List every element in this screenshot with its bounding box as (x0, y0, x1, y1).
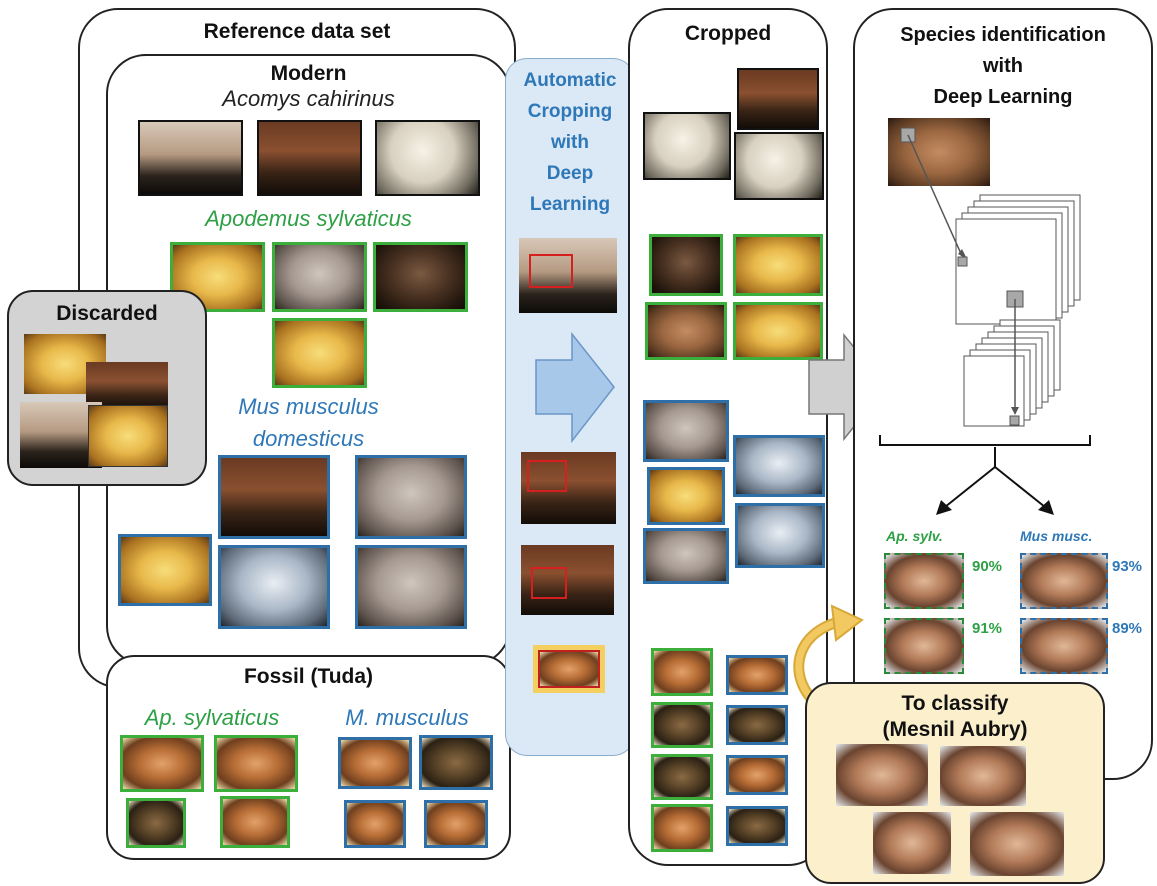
cropped-fossil-7 (726, 755, 788, 795)
discarded-title: Discarded (56, 302, 158, 325)
mus-photo-4 (218, 545, 330, 629)
cnn-layer-stack-2 (963, 319, 1061, 427)
classify-photo-4 (970, 812, 1064, 876)
classify-photo-1 (836, 744, 928, 806)
species-acomys: Acomys cahirinus (222, 86, 395, 111)
cropped-fossil-3 (651, 754, 713, 800)
discarded-photo-4 (88, 405, 168, 467)
fossil-mus-photo-4 (424, 800, 488, 848)
fossil-ap-photo-1 (120, 735, 204, 792)
crop-bbox-1 (529, 254, 573, 288)
cropping-line5: Learning (529, 194, 611, 215)
classify-photo-2 (940, 746, 1026, 806)
species-title-line1: Species identification (900, 24, 1106, 46)
fossil-species-mus: M. musculus (345, 705, 469, 730)
classify-title-line1: To classify (901, 692, 1009, 715)
crop-arrow-icon (535, 331, 615, 444)
fossil-mus-photo-1 (338, 737, 412, 789)
cropped-mus-5 (643, 528, 729, 584)
cropped-mus-1 (643, 400, 729, 462)
classify-title-line2: (Mesnil Aubry) (882, 718, 1028, 741)
cropped-fossil-1 (651, 648, 713, 696)
mus-photo-1 (218, 455, 330, 539)
cropped-mus-2 (733, 435, 825, 497)
cropped-apodemus-2 (733, 234, 823, 296)
crop-sample-1 (519, 238, 617, 313)
species-title: Species identification with Deep Learnin… (855, 20, 1151, 113)
result-ap-photo-2 (884, 618, 964, 674)
pct-ap-2: 91% (972, 620, 1003, 637)
pct-mus-1: 93% (1112, 558, 1143, 575)
cropped-apodemus-4 (733, 302, 823, 360)
fossil-mus-photo-2 (419, 735, 493, 790)
fossil-ap-photo-3 (126, 798, 186, 848)
result-mus-photo-1 (1020, 553, 1108, 609)
label-mus-musc: Mus musc. (1020, 528, 1093, 544)
apodemus-photo-3 (373, 242, 468, 312)
fossil-species-ap: Ap. sylvaticus (144, 705, 280, 730)
cropping-line3: with (551, 132, 589, 153)
result-ap-photo-1 (884, 553, 964, 609)
mus-photo-2 (355, 455, 467, 539)
acomys-photo-2 (257, 120, 362, 196)
output-split-arrows (936, 447, 1054, 515)
cropped-title: Cropped (684, 22, 772, 45)
crop-bbox-3 (531, 567, 567, 599)
cropped-fossil-6 (726, 705, 788, 745)
result-mus-photo-2 (1020, 618, 1108, 674)
crop-bbox-2 (527, 460, 567, 492)
cropped-fossil-8 (726, 806, 788, 846)
cropped-mus-3 (647, 467, 725, 525)
fossil-title: Fossil (Tuda) (243, 665, 374, 688)
crop-sample-2 (521, 452, 616, 524)
species-mus-line2: domesticus (252, 426, 365, 451)
cropped-apodemus-3 (645, 302, 727, 360)
cropping-line4: Deep (546, 163, 594, 184)
apodemus-photo-2 (272, 242, 367, 312)
classify-photo-3 (873, 812, 951, 874)
crop-sample-3 (521, 545, 614, 615)
crop-sample-4-tooth (538, 650, 600, 688)
species-title-line3: Deep Learning (933, 86, 1073, 108)
species-mus-line1: Mus musculus (238, 394, 379, 419)
crop-sample-4 (533, 645, 605, 693)
acomys-photo-1 (138, 120, 243, 196)
acomys-photo-3 (375, 120, 480, 196)
cropping-title: Automatic Cropping with Deep Learning (506, 65, 634, 220)
cropped-fossil-4 (651, 804, 713, 852)
cropped-fossil-2 (651, 702, 713, 748)
fossil-mus-photo-3 (344, 800, 406, 848)
cropped-acomys-3 (734, 132, 824, 200)
cnn-diagram (879, 127, 1091, 446)
species-apodemus: Apodemus sylvaticus (205, 206, 412, 231)
fossil-ap-photo-2 (214, 735, 298, 792)
cropping-line2: Cropping (527, 101, 613, 122)
modern-title: Modern (270, 62, 347, 85)
reference-title: Reference data set (203, 20, 391, 43)
cropped-acomys-1 (737, 68, 819, 130)
mus-photo-3 (118, 534, 212, 606)
cropped-acomys-2 (643, 112, 731, 180)
species-title-line2: with (983, 55, 1023, 77)
pct-ap-1: 90% (972, 558, 1003, 575)
cropped-apodemus-1 (649, 234, 723, 296)
cropped-mus-4 (735, 503, 825, 568)
cropping-line1: Automatic (523, 70, 617, 91)
apodemus-photo-4 (272, 318, 367, 388)
label-ap-sylv: Ap. sylv. (886, 528, 943, 544)
fossil-ap-photo-4 (220, 796, 290, 848)
cropped-fossil-5 (726, 655, 788, 695)
pct-mus-2: 89% (1112, 620, 1143, 637)
mus-photo-5 (355, 545, 467, 629)
